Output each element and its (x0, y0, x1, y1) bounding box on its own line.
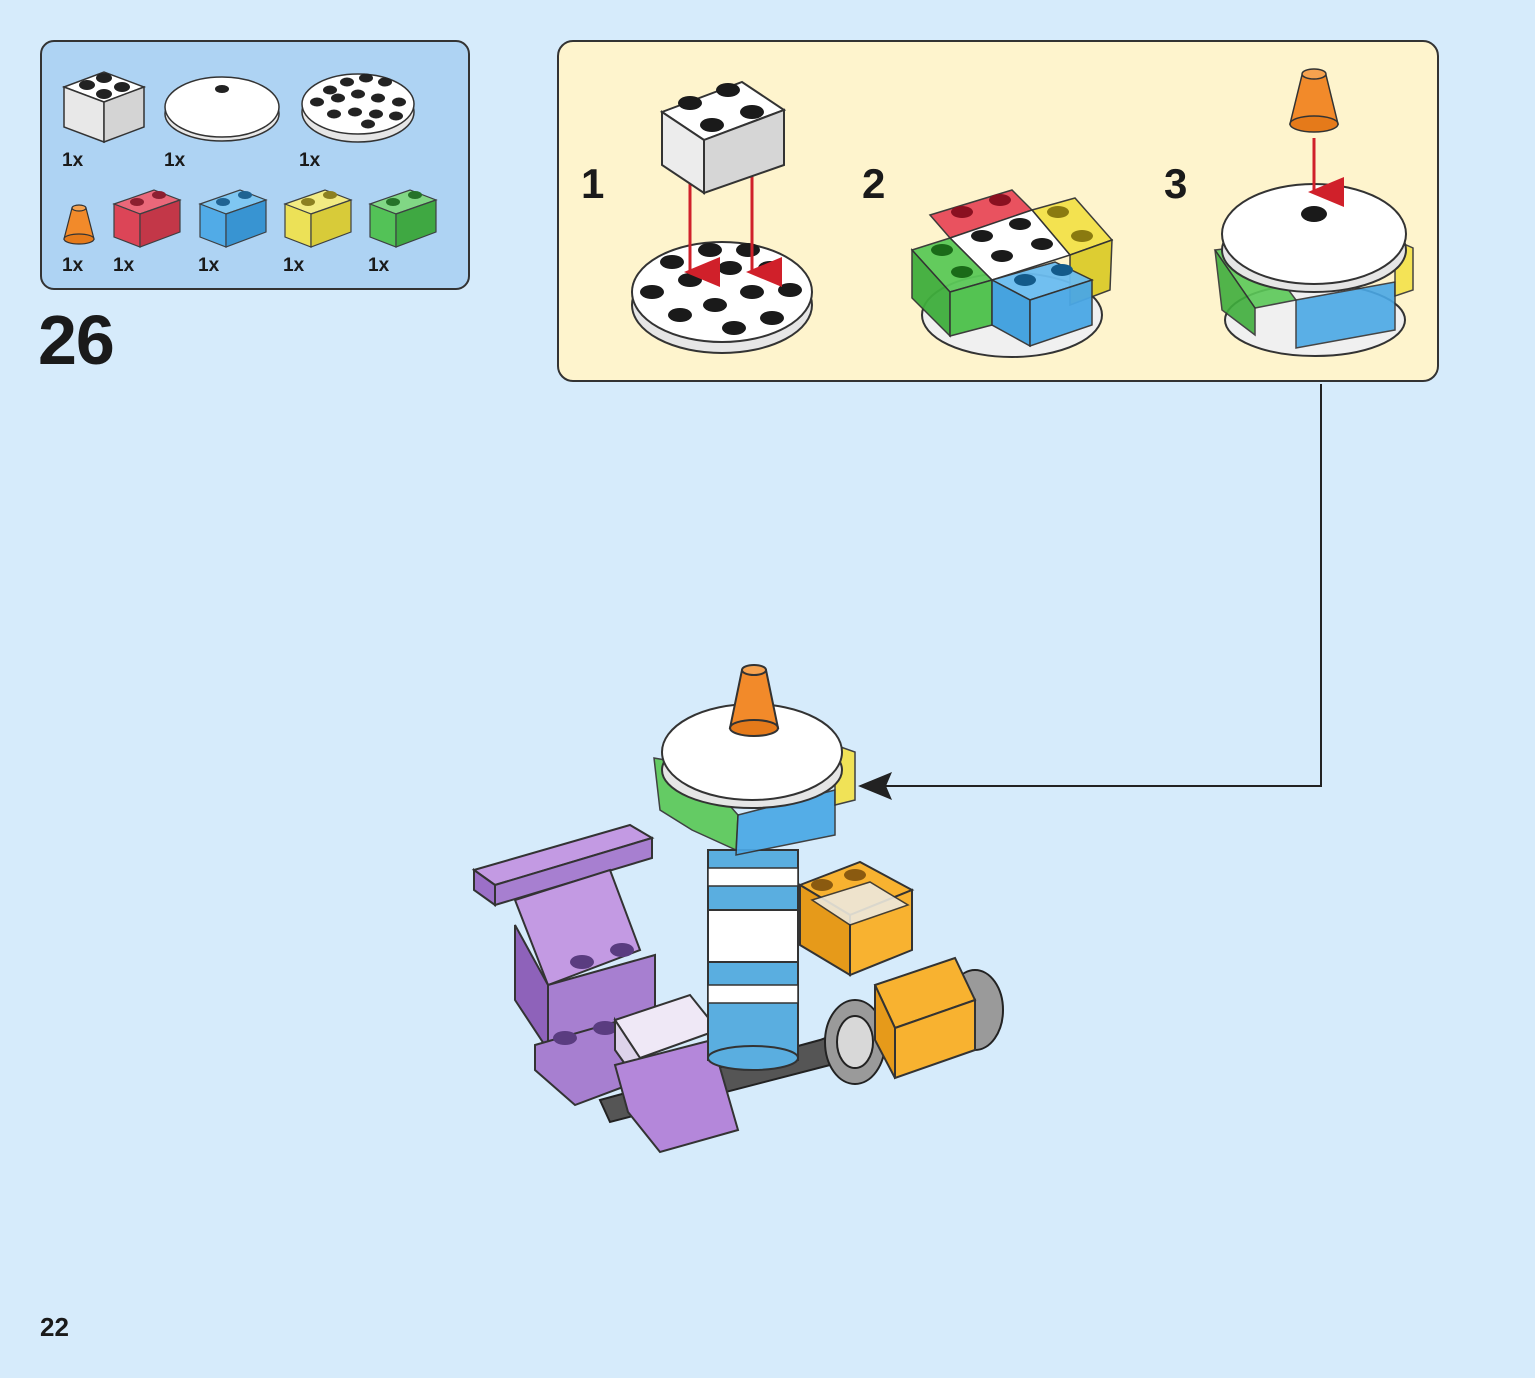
substep-3-illustration (1213, 68, 1414, 357)
white-round-plate-icon (301, 73, 415, 143)
part-qty: 1x (62, 150, 84, 171)
substep-number: 1 (581, 160, 605, 207)
main-model-illustration (471, 664, 1004, 1154)
trans-red-brick-icon (112, 189, 182, 248)
substep-1-illustration (631, 80, 813, 354)
white-brick-2x2-icon (61, 71, 147, 144)
part-qty: 1x (283, 255, 305, 276)
step-number: 26 (38, 301, 115, 379)
part-qty: 1x (368, 255, 390, 276)
part-qty: 1x (198, 255, 220, 276)
substep-number: 2 (862, 160, 886, 207)
part-qty: 1x (299, 150, 321, 171)
substep-2-illustration (910, 189, 1114, 358)
parts-list: 1x 1x 1x 1x 1x 1x 1x 1x (40, 40, 470, 290)
part-qty: 1x (113, 255, 135, 276)
trans-blue-brick-icon (198, 189, 268, 248)
orange-cone-icon (63, 204, 95, 245)
white-round-dish-icon (164, 76, 280, 142)
part-qty: 1x (62, 255, 84, 276)
substep-number: 3 (1164, 160, 1188, 207)
callout-connector (858, 384, 1322, 800)
page-number: 22 (40, 1312, 69, 1342)
trans-yellow-brick-icon (283, 189, 353, 248)
part-qty: 1x (164, 150, 186, 171)
trans-green-brick-icon (368, 189, 438, 248)
parts-illustrations (61, 71, 438, 248)
